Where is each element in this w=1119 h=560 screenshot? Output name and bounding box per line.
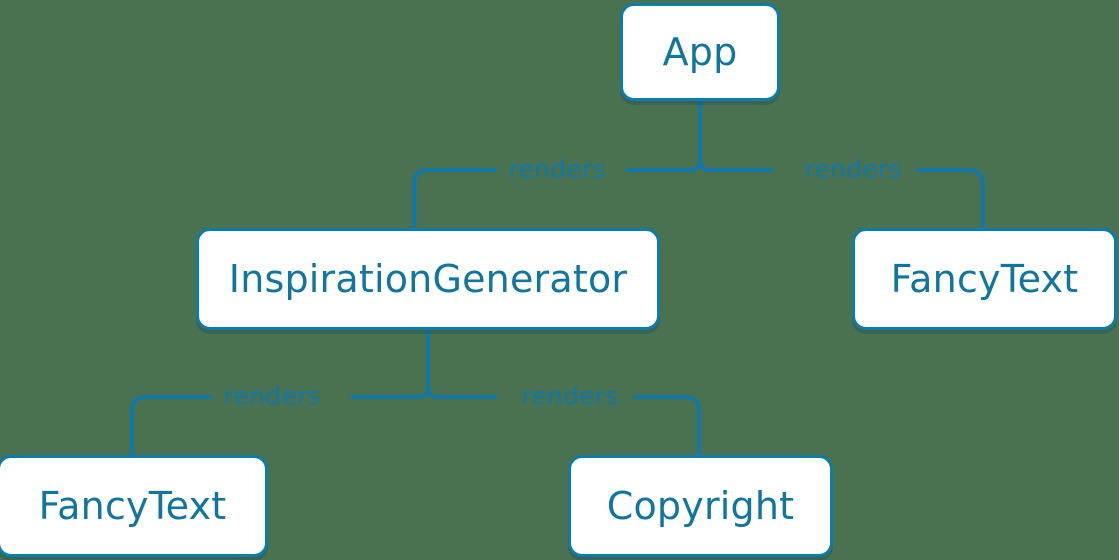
edge-app-stem-right	[698, 158, 774, 172]
edge-label-app-to-inspiration: renders	[508, 154, 606, 184]
node-app[interactable]: App	[620, 3, 780, 101]
edge-app-to-inspiration	[412, 168, 497, 230]
node-fancytext-left-label: FancyText	[38, 484, 227, 528]
node-copyright-label: Copyright	[606, 484, 795, 528]
node-copyright[interactable]: Copyright	[568, 455, 833, 557]
edge-inspiration-to-fancytext-left	[130, 395, 212, 457]
edge-app-stem	[626, 99, 702, 172]
edge-label-app-to-fancytext: renders	[804, 154, 902, 184]
node-fancytext-right-label: FancyText	[890, 257, 1079, 301]
node-app-label: App	[662, 30, 738, 74]
node-inspiration-generator-label: InspirationGenerator	[228, 257, 628, 301]
edge-inspiration-stem	[350, 328, 430, 399]
edge-inspiration-stem-right	[426, 385, 497, 399]
node-inspiration-generator[interactable]: InspirationGenerator	[196, 228, 660, 330]
edge-label-inspiration-to-copyright: renders	[521, 381, 619, 411]
edge-app-to-fancytext-right	[916, 168, 985, 230]
edge-inspiration-to-copyright	[633, 395, 701, 457]
edge-label-inspiration-to-fancytext: renders	[223, 381, 321, 411]
node-fancytext-right[interactable]: FancyText	[852, 228, 1117, 330]
node-fancytext-left[interactable]: FancyText	[0, 455, 268, 557]
